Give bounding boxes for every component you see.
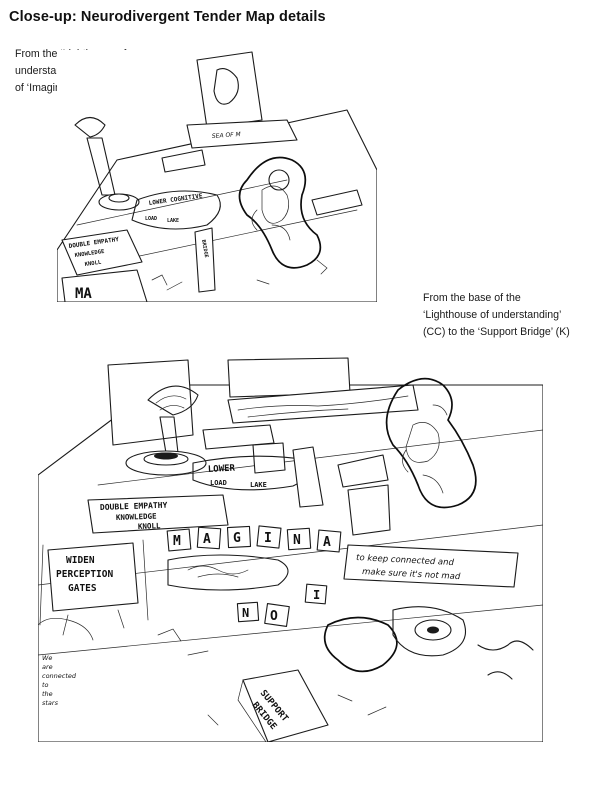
label-knoll: KNOLL — [138, 521, 161, 531]
tile-i2 — [304, 583, 328, 605]
letter-a2: A — [323, 535, 331, 550]
table-outline — [57, 109, 377, 302]
letter-g: G — [233, 531, 241, 546]
imagination-island — [238, 156, 322, 269]
label-perception: PERCEPTION — [56, 569, 113, 580]
support-bridge-box — [242, 669, 329, 742]
support-bridge-box-side — [237, 679, 267, 742]
island-rosette — [268, 169, 290, 191]
map-sketch-top: SEA OF M LOWER COGNITIVE LOAD LAKE DOUBL… — [57, 50, 377, 302]
map-sketch-bottom-drawing: LOWER LOAD LAKE DOUBLE EMPATHY KNOWLEDGE… — [38, 357, 543, 742]
side-note: We are connected to the stars — [42, 654, 77, 707]
letter-o: O — [270, 609, 278, 624]
ma-card — [61, 269, 148, 302]
caption-right-line-3: (CC) to the ‘Support Bridge’ (K) — [423, 326, 570, 338]
small-card — [161, 149, 206, 173]
bridge-pillar-front — [292, 446, 324, 508]
gates-posts — [39, 539, 149, 636]
map-sketch-top-drawing: SEA OF M LOWER COGNITIVE LOAD LAKE DOUBL… — [57, 51, 377, 302]
lighthouse-base-core — [154, 452, 178, 460]
sea-strip — [186, 119, 298, 149]
imagination-island — [385, 377, 477, 509]
box-top — [196, 51, 263, 129]
back-box-left — [107, 359, 194, 446]
letter-a1: A — [203, 532, 211, 547]
side-note-curve — [38, 618, 94, 641]
label-load: LOAD — [210, 479, 227, 487]
side-note-are: are — [42, 663, 53, 671]
tile-n2 — [236, 601, 260, 623]
letter-n: N — [293, 533, 301, 548]
lighthouse-top — [74, 116, 106, 138]
debris-strokes — [157, 628, 387, 726]
label-bridge: BRIDGE — [200, 239, 209, 258]
letter-i2: I — [313, 588, 320, 602]
tile-g — [226, 525, 252, 549]
side-note-we: We — [42, 654, 52, 662]
sea-swirl-lines — [187, 565, 249, 578]
small-card-2 — [252, 442, 286, 474]
small-card-1 — [202, 424, 275, 450]
lighthouse-top — [147, 385, 199, 416]
label-lake: LAKE — [167, 218, 179, 224]
magina-tiles: M A G I N A — [166, 525, 342, 553]
caption-right-line-1: From the base of the — [423, 292, 521, 304]
island-ring-core — [427, 626, 439, 634]
tile-a1 — [196, 526, 222, 550]
label-ma: MA — [75, 286, 92, 302]
letter-m: M — [173, 534, 181, 549]
caption-right-line-2: ‘Lighthouse of understanding’ — [423, 309, 562, 321]
label-double-empathy: DOUBLE EMPATHY — [100, 501, 168, 512]
concentric-island — [392, 606, 467, 657]
side-note-stars: stars — [42, 699, 59, 707]
lighthouse-body — [86, 137, 116, 196]
label-sea-of-m: SEA OF M — [212, 131, 242, 140]
caption-right: From the base of the ‘Lighthouse of unde… — [423, 290, 570, 341]
island-swirls — [402, 404, 448, 494]
debris-strokes — [151, 259, 328, 291]
label-load: LOAD — [145, 216, 157, 222]
page-title: Close-up: Neurodivergent Tender Map deta… — [9, 9, 326, 25]
map-sketch-bottom: LOWER LOAD LAKE DOUBLE EMPATHY KNOWLEDGE… — [38, 355, 543, 742]
sea-swirl-area — [167, 554, 289, 591]
label-lake: LAKE — [250, 481, 267, 489]
lake-outline — [131, 190, 221, 230]
label-knowledge: KNOWLEDGE — [116, 512, 157, 522]
driftwood-grain — [237, 395, 409, 418]
tile-i — [256, 525, 282, 549]
driftwood-strip — [227, 384, 419, 424]
label-lower: LOWER — [208, 464, 236, 475]
map-scribble — [213, 68, 239, 105]
island-ring-1 — [414, 619, 452, 641]
label-gates: GATES — [68, 583, 97, 594]
island-swirls — [251, 185, 291, 241]
label-knowledge: KNOWLEDGE — [74, 249, 104, 259]
lighthouse-rings — [155, 395, 187, 411]
glove-shape — [323, 616, 398, 673]
island-plank — [311, 189, 363, 216]
note-card — [343, 544, 519, 588]
letter-i: I — [264, 531, 272, 546]
knoll-card — [87, 494, 229, 534]
ino-tiles: I N O — [236, 583, 328, 627]
letter-n2: N — [242, 606, 249, 620]
knoll-card — [61, 229, 143, 276]
tile-n — [286, 527, 312, 551]
bridge-sign — [337, 454, 389, 488]
side-note-connected: connected — [42, 672, 77, 680]
label-knoll: KNOLL — [84, 260, 102, 268]
bridge-base — [347, 484, 391, 536]
table-edges — [76, 179, 358, 266]
label-widen: WIDEN — [66, 555, 95, 566]
lighthouse-base-ring — [108, 193, 130, 203]
side-note-to: to — [42, 681, 49, 689]
tile-a2 — [316, 529, 342, 553]
foreground-squiggles — [477, 640, 534, 680]
gates-panel — [47, 542, 139, 612]
bridge-pillar — [194, 227, 216, 293]
tile-m — [166, 528, 192, 552]
tile-o — [264, 603, 290, 627]
side-note-the: the — [42, 690, 53, 698]
